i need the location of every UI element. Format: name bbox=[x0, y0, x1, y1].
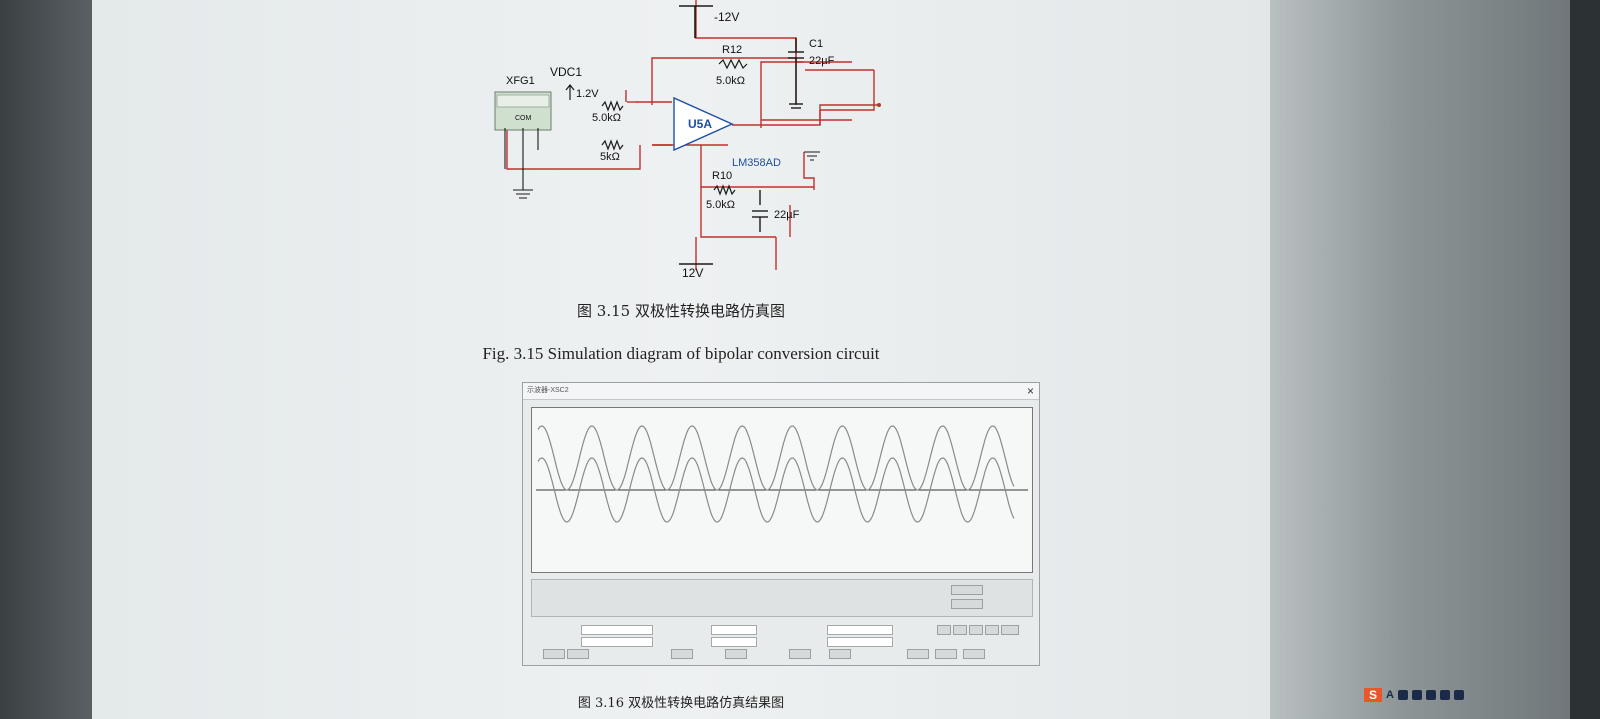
cursor-readout-panel bbox=[531, 579, 1033, 617]
trace-channel-a bbox=[537, 425, 1015, 491]
ime-mode-label[interactable]: A bbox=[1386, 689, 1394, 701]
figure-3-15-caption-en: Fig. 3.15 Simulation diagram of bipolar … bbox=[482, 344, 880, 363]
vdc1-label: VDC1 bbox=[550, 65, 582, 79]
save-button[interactable] bbox=[951, 599, 983, 609]
monitor-bezel-right bbox=[1270, 0, 1600, 719]
output-node bbox=[877, 103, 881, 107]
trigger-auto-button[interactable] bbox=[963, 649, 985, 659]
yt-mode-button[interactable] bbox=[543, 649, 565, 659]
vdc1-arrow-icon bbox=[565, 84, 575, 100]
toolbox-icon[interactable] bbox=[1453, 690, 1464, 700]
oscilloscope-title: 示波器-XSC2 bbox=[527, 387, 569, 394]
close-icon[interactable]: × bbox=[1026, 384, 1034, 398]
channel-b-dc-button[interactable] bbox=[829, 649, 851, 659]
vdc1-value: 1.2V bbox=[576, 88, 599, 100]
c1-value: 22µF bbox=[809, 55, 835, 67]
figure-3-16-caption-cn: 图 3.16 双极性转换电路仿真结果图 bbox=[577, 696, 785, 711]
microphone-icon[interactable] bbox=[1411, 690, 1422, 700]
trigger-normal-button[interactable] bbox=[935, 649, 957, 659]
trigger-ext-button[interactable] bbox=[1001, 625, 1019, 635]
skin-icon[interactable] bbox=[1439, 690, 1450, 700]
trigger-source-b-button[interactable] bbox=[985, 625, 999, 635]
xfg1-ground-wire bbox=[504, 128, 539, 199]
timebase-scale-field[interactable] bbox=[581, 625, 653, 635]
oscilloscope-titlebar: 示波器-XSC2 × bbox=[523, 383, 1039, 400]
input-resistor-1-value: 5.0kΩ bbox=[592, 112, 621, 124]
oscilloscope-window: 示波器-XSC2 × bbox=[522, 382, 1040, 666]
xfg1-label: XFG1 bbox=[506, 75, 535, 87]
oscilloscope-screen bbox=[531, 407, 1033, 573]
monitor-bezel-left bbox=[0, 0, 92, 719]
trigger-single-button[interactable] bbox=[907, 649, 929, 659]
document-page: -12V 12V R12 5.0kΩ C1 22µF U5A LM358AD V… bbox=[92, 0, 1270, 719]
trigger-edge-rise-button[interactable] bbox=[937, 625, 951, 635]
opamp-u5a bbox=[673, 96, 734, 152]
c1-label: C1 bbox=[809, 38, 823, 50]
oscilloscope-traces bbox=[536, 425, 1028, 523]
wires bbox=[506, 0, 875, 270]
input-resistor-1 bbox=[601, 100, 624, 112]
circuit-schematic: -12V 12V R12 5.0kΩ C1 22µF U5A LM358AD V… bbox=[494, 0, 881, 280]
channel-a-position-field[interactable] bbox=[711, 637, 757, 647]
c1-capacitor bbox=[788, 38, 804, 109]
ime-indicator-icon[interactable]: S bbox=[1364, 688, 1382, 702]
r12-value: 5.0kΩ bbox=[716, 75, 745, 87]
r10-resistor bbox=[713, 184, 736, 196]
opamp-label: U5A bbox=[688, 117, 712, 131]
r10-label: R10 bbox=[712, 170, 732, 182]
xfg1-com-label: COM bbox=[515, 115, 532, 122]
channel-a-dc-button[interactable] bbox=[725, 649, 747, 659]
c2-capacitor bbox=[752, 190, 768, 232]
channel-a-scale-field[interactable] bbox=[711, 625, 757, 635]
neg-supply-label: -12V bbox=[714, 10, 739, 24]
xfg1-wave-panel bbox=[496, 94, 550, 108]
c2-value: 22µF bbox=[774, 209, 800, 221]
trigger-source-a-button[interactable] bbox=[969, 625, 983, 635]
opamp-part-label: LM358AD bbox=[732, 157, 781, 169]
channel-b-scale-field[interactable] bbox=[827, 625, 893, 635]
keyboard-icon[interactable] bbox=[1425, 690, 1436, 700]
reverse-button[interactable] bbox=[951, 585, 983, 595]
trace-channel-b bbox=[537, 457, 1015, 523]
system-tray: S A bbox=[1364, 686, 1514, 704]
supply-rails bbox=[679, 5, 713, 265]
input-resistor-2-value: 5kΩ bbox=[600, 151, 620, 163]
channel-b-position-field[interactable] bbox=[827, 637, 893, 647]
figure-3-15-caption-cn: 图 3.15 双极性转换电路仿真图 bbox=[577, 302, 785, 320]
output-wire bbox=[819, 104, 880, 125]
ground-symbol-icon bbox=[804, 151, 820, 161]
oscilloscope-control-panel bbox=[531, 579, 1033, 661]
r12-resistor bbox=[718, 58, 748, 70]
channel-b-ac-button[interactable] bbox=[789, 649, 811, 659]
r10-value: 5.0kΩ bbox=[706, 199, 735, 211]
trigger-edge-fall-button[interactable] bbox=[953, 625, 967, 635]
r12-label: R12 bbox=[722, 44, 742, 56]
pos-supply-label: 12V bbox=[682, 266, 703, 280]
input-resistor-2 bbox=[601, 139, 624, 151]
punctuation-icon[interactable] bbox=[1397, 690, 1408, 700]
x-position-field[interactable] bbox=[581, 637, 653, 647]
channel-a-ac-button[interactable] bbox=[671, 649, 693, 659]
add-mode-button[interactable] bbox=[567, 649, 589, 659]
